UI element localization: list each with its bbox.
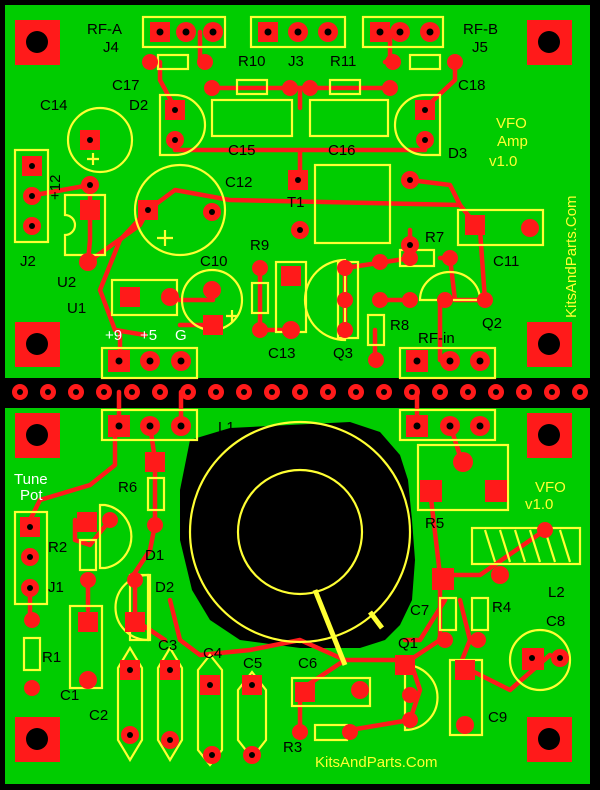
label-c4: C4 [203, 645, 222, 662]
label-rfin: RF-in [418, 330, 455, 347]
label-j3: J3 [288, 53, 304, 70]
bottom-labels: L1 Tune Pot R6 R2 D1 J1 D2 R1 C1 C2 C3 C… [14, 419, 566, 771]
label-c12: C12 [225, 174, 253, 191]
label-t1: T1 [287, 194, 305, 211]
label-plus9: +9 [105, 327, 122, 344]
label-r6: R6 [118, 479, 137, 496]
mounting-holes [15, 20, 572, 762]
label-c6: C6 [298, 655, 317, 672]
label-r3: R3 [283, 739, 302, 756]
label-q1: Q1 [398, 635, 418, 652]
label-r4: R4 [492, 599, 511, 616]
label-tune: Tune [14, 471, 48, 488]
label-c3: C3 [158, 637, 177, 654]
label-u2: U2 [57, 274, 76, 291]
top-title-line-2: Amp [497, 133, 528, 150]
label-l1: L1 [218, 419, 235, 436]
label-d3: D3 [448, 145, 467, 162]
label-plus5: +5 [140, 327, 157, 344]
label-d2b: D2 [155, 579, 174, 596]
label-r5: R5 [425, 515, 444, 532]
label-c13: C13 [268, 345, 296, 362]
label-j5: J5 [472, 39, 488, 56]
label-r9: R9 [250, 237, 269, 254]
j4-header-outline [141, 15, 227, 49]
label-c14: C14 [40, 97, 68, 114]
header-row [5, 379, 590, 407]
label-pot: Pot [20, 487, 43, 504]
label-j2: J2 [20, 253, 36, 270]
top-board [5, 5, 590, 378]
bottom-title-line-1: VFO [535, 479, 566, 496]
label-rfb: RF-B [463, 21, 498, 38]
label-c16: C16 [328, 142, 356, 159]
label-c11: C11 [493, 253, 519, 270]
label-c1: C1 [60, 687, 79, 704]
label-d1: D1 [145, 547, 164, 564]
top-silkscreen [13, 15, 545, 380]
j3-header-outline [249, 15, 347, 49]
label-r1: R1 [42, 649, 61, 666]
top-title-line-3: v1.0 [489, 153, 517, 170]
label-c2: C2 [89, 707, 108, 724]
label-c15: C15 [228, 142, 256, 159]
label-c18: C18 [458, 77, 486, 94]
label-r7: R7 [425, 229, 444, 246]
label-c9: C9 [488, 709, 507, 726]
top-title-line-1: VFO [496, 115, 527, 132]
label-rfa: RF-A [87, 21, 122, 38]
label-j1: J1 [48, 579, 64, 596]
j5-header-outline [361, 15, 445, 49]
bottom-website-text: KitsAndParts.Com [315, 754, 438, 771]
label-plus12: +12 [47, 175, 64, 200]
label-r2: R2 [48, 539, 67, 556]
top-labels: RF-A RF-B J4 J3 J5 R10 R11 C17 C18 D2 D3… [20, 21, 580, 362]
label-d2: D2 [129, 97, 148, 114]
label-c7: C7 [410, 602, 429, 619]
label-j4: J4 [103, 39, 119, 56]
label-c17: C17 [112, 77, 140, 94]
label-r8: R8 [390, 317, 409, 334]
label-c5: C5 [243, 655, 262, 672]
label-q3: Q3 [333, 345, 353, 362]
label-r10: R10 [238, 53, 266, 70]
label-c10: C10 [200, 253, 228, 270]
label-r11: R11 [330, 53, 356, 70]
label-q2: Q2 [482, 315, 502, 332]
label-c8: C8 [546, 613, 565, 630]
label-u1: U1 [67, 300, 86, 317]
inductor-core-area [180, 422, 415, 648]
label-l2: L2 [548, 584, 565, 601]
bottom-title-line-2: v1.0 [525, 496, 553, 513]
label-ground: G [175, 327, 187, 344]
top-website-text: KitsAndParts.Com [563, 195, 580, 318]
